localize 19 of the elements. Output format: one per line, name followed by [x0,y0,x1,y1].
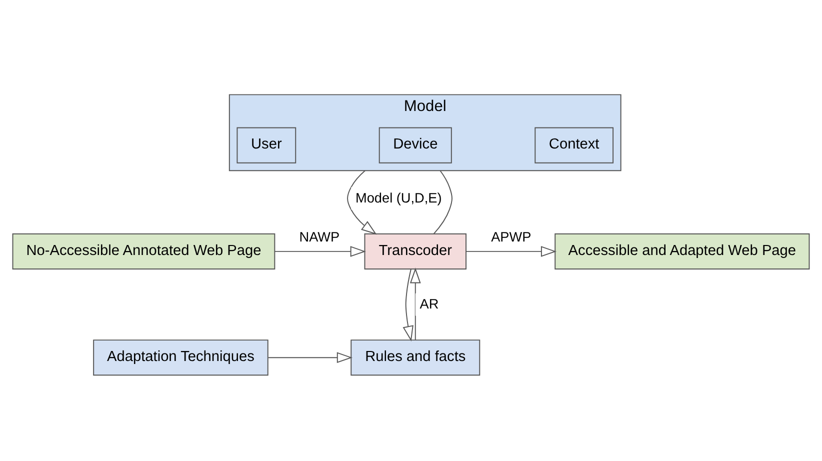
arrow [268,352,352,363]
arrow [347,170,377,234]
node-box: Context [534,126,614,163]
node-box: Transcoder [364,232,466,269]
arrow [274,245,366,256]
node-box: No-Accessible Annotated Web Page [12,232,276,269]
node-box: Device [378,126,452,163]
node-box: Accessible and Adapted Web Page [554,232,810,269]
edge-label: APWP [491,228,532,244]
connector [433,170,452,234]
arrow [402,268,414,341]
arrow [410,267,421,340]
node-box: User [236,126,296,163]
edge-label: NAWP [299,228,340,244]
arrow [466,245,557,256]
node-box: Rules and facts [350,339,480,376]
node-box: Adaptation Techniques [93,339,268,376]
edge-label: AR [420,296,439,312]
edge-label: Model (U,D,E) [356,190,442,205]
